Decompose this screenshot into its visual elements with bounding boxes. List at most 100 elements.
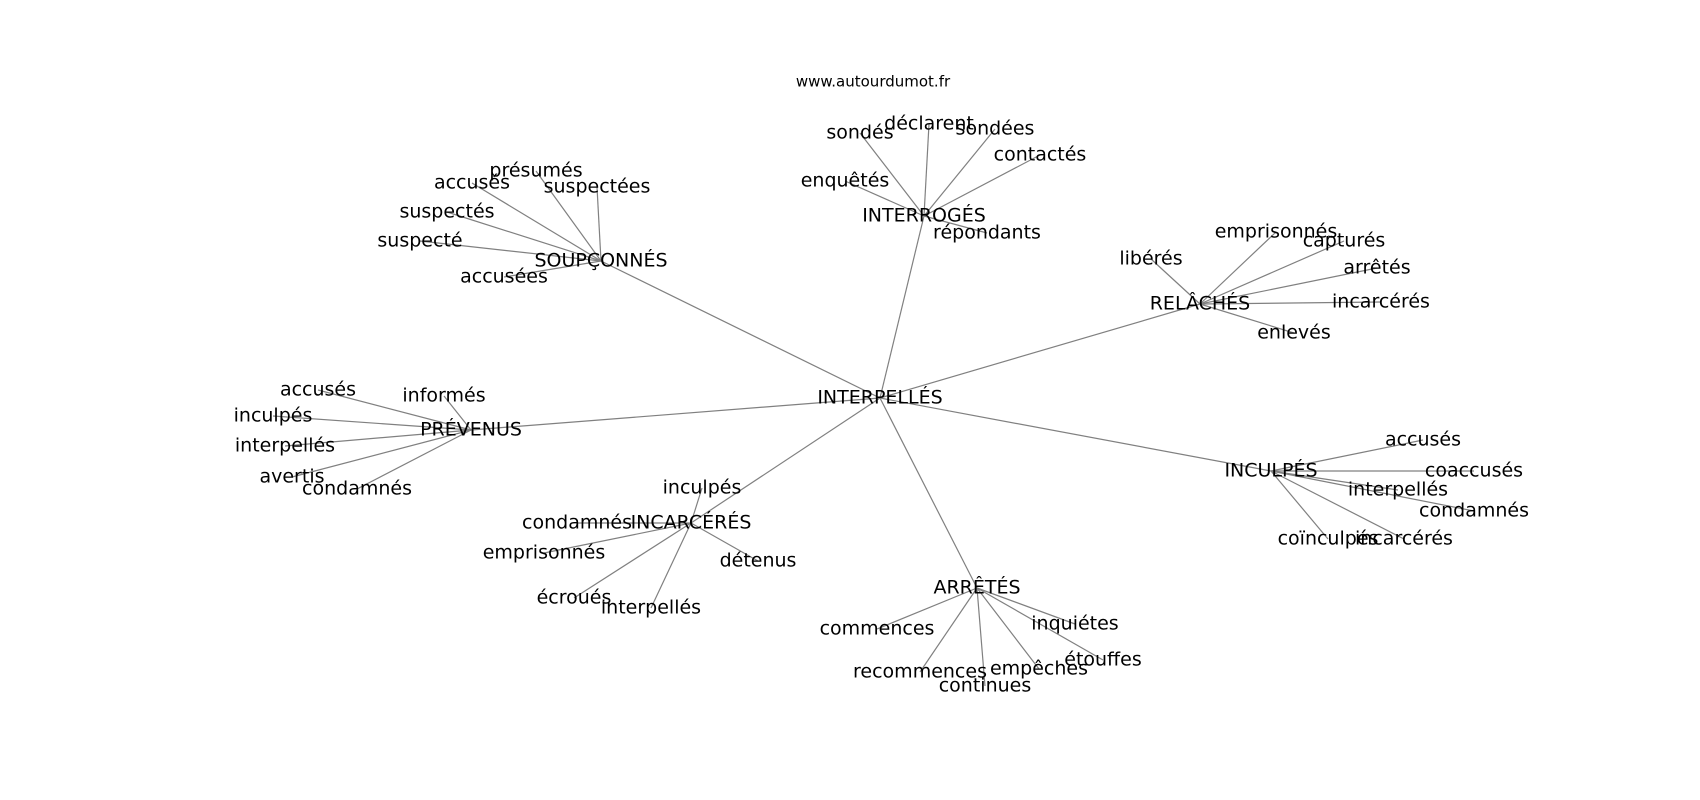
leaf-label: répondants (933, 222, 1041, 244)
leaf-label: présumés (489, 160, 582, 182)
edge-hub-to-leaf (1199, 240, 1345, 305)
leaf-label: coaccusés (1425, 460, 1523, 482)
cluster-label: INCULPÉS (1224, 459, 1317, 482)
edge-root-to-hub (879, 397, 1272, 472)
cluster-label: PRÉVENUS (420, 418, 522, 441)
leaf-label: déclarent (884, 113, 974, 135)
edge-hub-to-leaf (543, 522, 692, 554)
leaf-label: libérés (1119, 248, 1182, 270)
leaf-label: condamnés (302, 478, 412, 500)
edge-hub-to-leaf (923, 123, 930, 217)
edge-hub-to-leaf (1150, 258, 1201, 305)
leaf-label: suspectés (399, 201, 494, 223)
leaf-label: accusés (280, 379, 356, 401)
leaf-label: condamnés (1419, 500, 1529, 522)
leaf-label: sondés (826, 122, 893, 144)
edge-hub-to-leaf (284, 429, 472, 447)
edge-hub-to-leaf (976, 587, 986, 687)
edge-root-to-hub (879, 215, 925, 399)
edge-hub-to-leaf (690, 487, 703, 524)
leaf-label: avertis (259, 466, 324, 488)
leaf-label: interpellés (235, 435, 335, 457)
leaf-label: interpellés (601, 597, 701, 619)
edge-hub-to-leaf (1270, 470, 1405, 540)
leaf-label: suspecté (377, 230, 462, 252)
edge-hub-to-leaf (923, 215, 988, 234)
edge-hub-to-leaf (919, 587, 978, 673)
edge-hub-to-leaf (1270, 470, 1475, 512)
edge-hub-to-leaf (317, 389, 472, 431)
edge-root-to-hub (470, 397, 881, 431)
edge-root-to-hub (600, 260, 881, 399)
leaf-label: coïnculpés (1278, 528, 1379, 550)
edge-hub-to-leaf (976, 587, 1040, 670)
edge-root-to-hub (690, 397, 881, 524)
edge-hub-to-leaf (1270, 470, 1329, 540)
edge-hub-to-leaf (1199, 303, 1295, 334)
edge-hub-to-leaf (1270, 470, 1399, 491)
edge-hub-to-leaf (1199, 301, 1382, 305)
leaf-label: incarcérés (1355, 528, 1453, 550)
edge-hub-to-leaf (923, 128, 996, 217)
leaf-label: informés (402, 385, 485, 407)
root-label: INTERPELLÉS (817, 386, 942, 409)
edge-hub-to-leaf (923, 154, 1041, 217)
leaf-label: écroués (537, 587, 612, 609)
edges-layer (272, 123, 1475, 687)
leaf-label: inculpés (663, 477, 742, 499)
cluster-label: SOUPÇONNÉS (534, 249, 667, 272)
leaf-label: emprisonnés (483, 542, 606, 564)
leaf-label: étouffes (1064, 649, 1141, 671)
edge-hub-to-leaf (573, 522, 692, 599)
edge-hub-to-leaf (1199, 267, 1378, 305)
leaf-label: incarcérés (1332, 291, 1430, 313)
leaf-label: condamnés (522, 512, 632, 534)
edge-hub-to-leaf (446, 211, 602, 262)
edge-hub-to-leaf (471, 182, 602, 262)
edge-hub-to-leaf (690, 522, 759, 562)
leaf-label: commences (820, 618, 935, 640)
edge-hub-to-leaf (419, 240, 602, 262)
cluster-label: ARRÊTÉS (933, 576, 1020, 599)
edge-root-to-hub (879, 397, 978, 589)
leaf-label: accusées (460, 266, 548, 288)
leaf-label: recommences (853, 661, 987, 683)
leaf-label: enquêtés (801, 170, 890, 192)
leaf-label: emprisonnés (1215, 221, 1338, 243)
cluster-label: RELÂCHÉS (1150, 292, 1251, 315)
edge-hub-to-leaf (1270, 439, 1424, 472)
leaf-label: suspectées (544, 176, 651, 198)
leaf-label: interpellés (1348, 479, 1448, 501)
leaf-label: contactés (994, 144, 1087, 166)
edge-hub-to-leaf (859, 132, 925, 217)
leaf-label: capturés (1303, 230, 1386, 252)
leaf-label: arrêtés (1343, 257, 1410, 279)
edge-hub-to-leaf (1199, 231, 1277, 305)
leaf-label: empêches (990, 658, 1088, 680)
edge-hub-to-leaf (356, 429, 472, 490)
edge-hub-to-leaf (844, 180, 925, 217)
leaf-label: détenus (720, 550, 797, 572)
edge-hub-to-leaf (535, 170, 602, 262)
edge-hub-to-leaf (443, 395, 472, 431)
edge-hub-to-leaf (596, 186, 602, 262)
edge-root-to-hub (879, 303, 1201, 399)
edge-hub-to-leaf (876, 587, 978, 630)
edge-hub-to-leaf (291, 429, 472, 478)
edge-hub-to-leaf (976, 587, 1104, 661)
leaf-label: sondées (956, 118, 1035, 140)
edge-hub-to-leaf (503, 260, 602, 278)
watermark: www.autourdumot.fr (796, 73, 951, 91)
leaf-label: continues (939, 675, 1032, 697)
cluster-label: INTERROGÉS (862, 204, 986, 227)
edge-hub-to-leaf (272, 415, 472, 431)
leaf-label: accusés (434, 172, 510, 194)
leaf-label: enlevés (1257, 322, 1331, 344)
edge-hub-to-leaf (976, 587, 1076, 625)
edge-hub-to-leaf (650, 522, 692, 609)
leaf-label: inquiétes (1031, 613, 1118, 635)
cluster-label: INCARCÉRÉS (631, 511, 752, 534)
leaf-label: inculpés (234, 405, 313, 427)
